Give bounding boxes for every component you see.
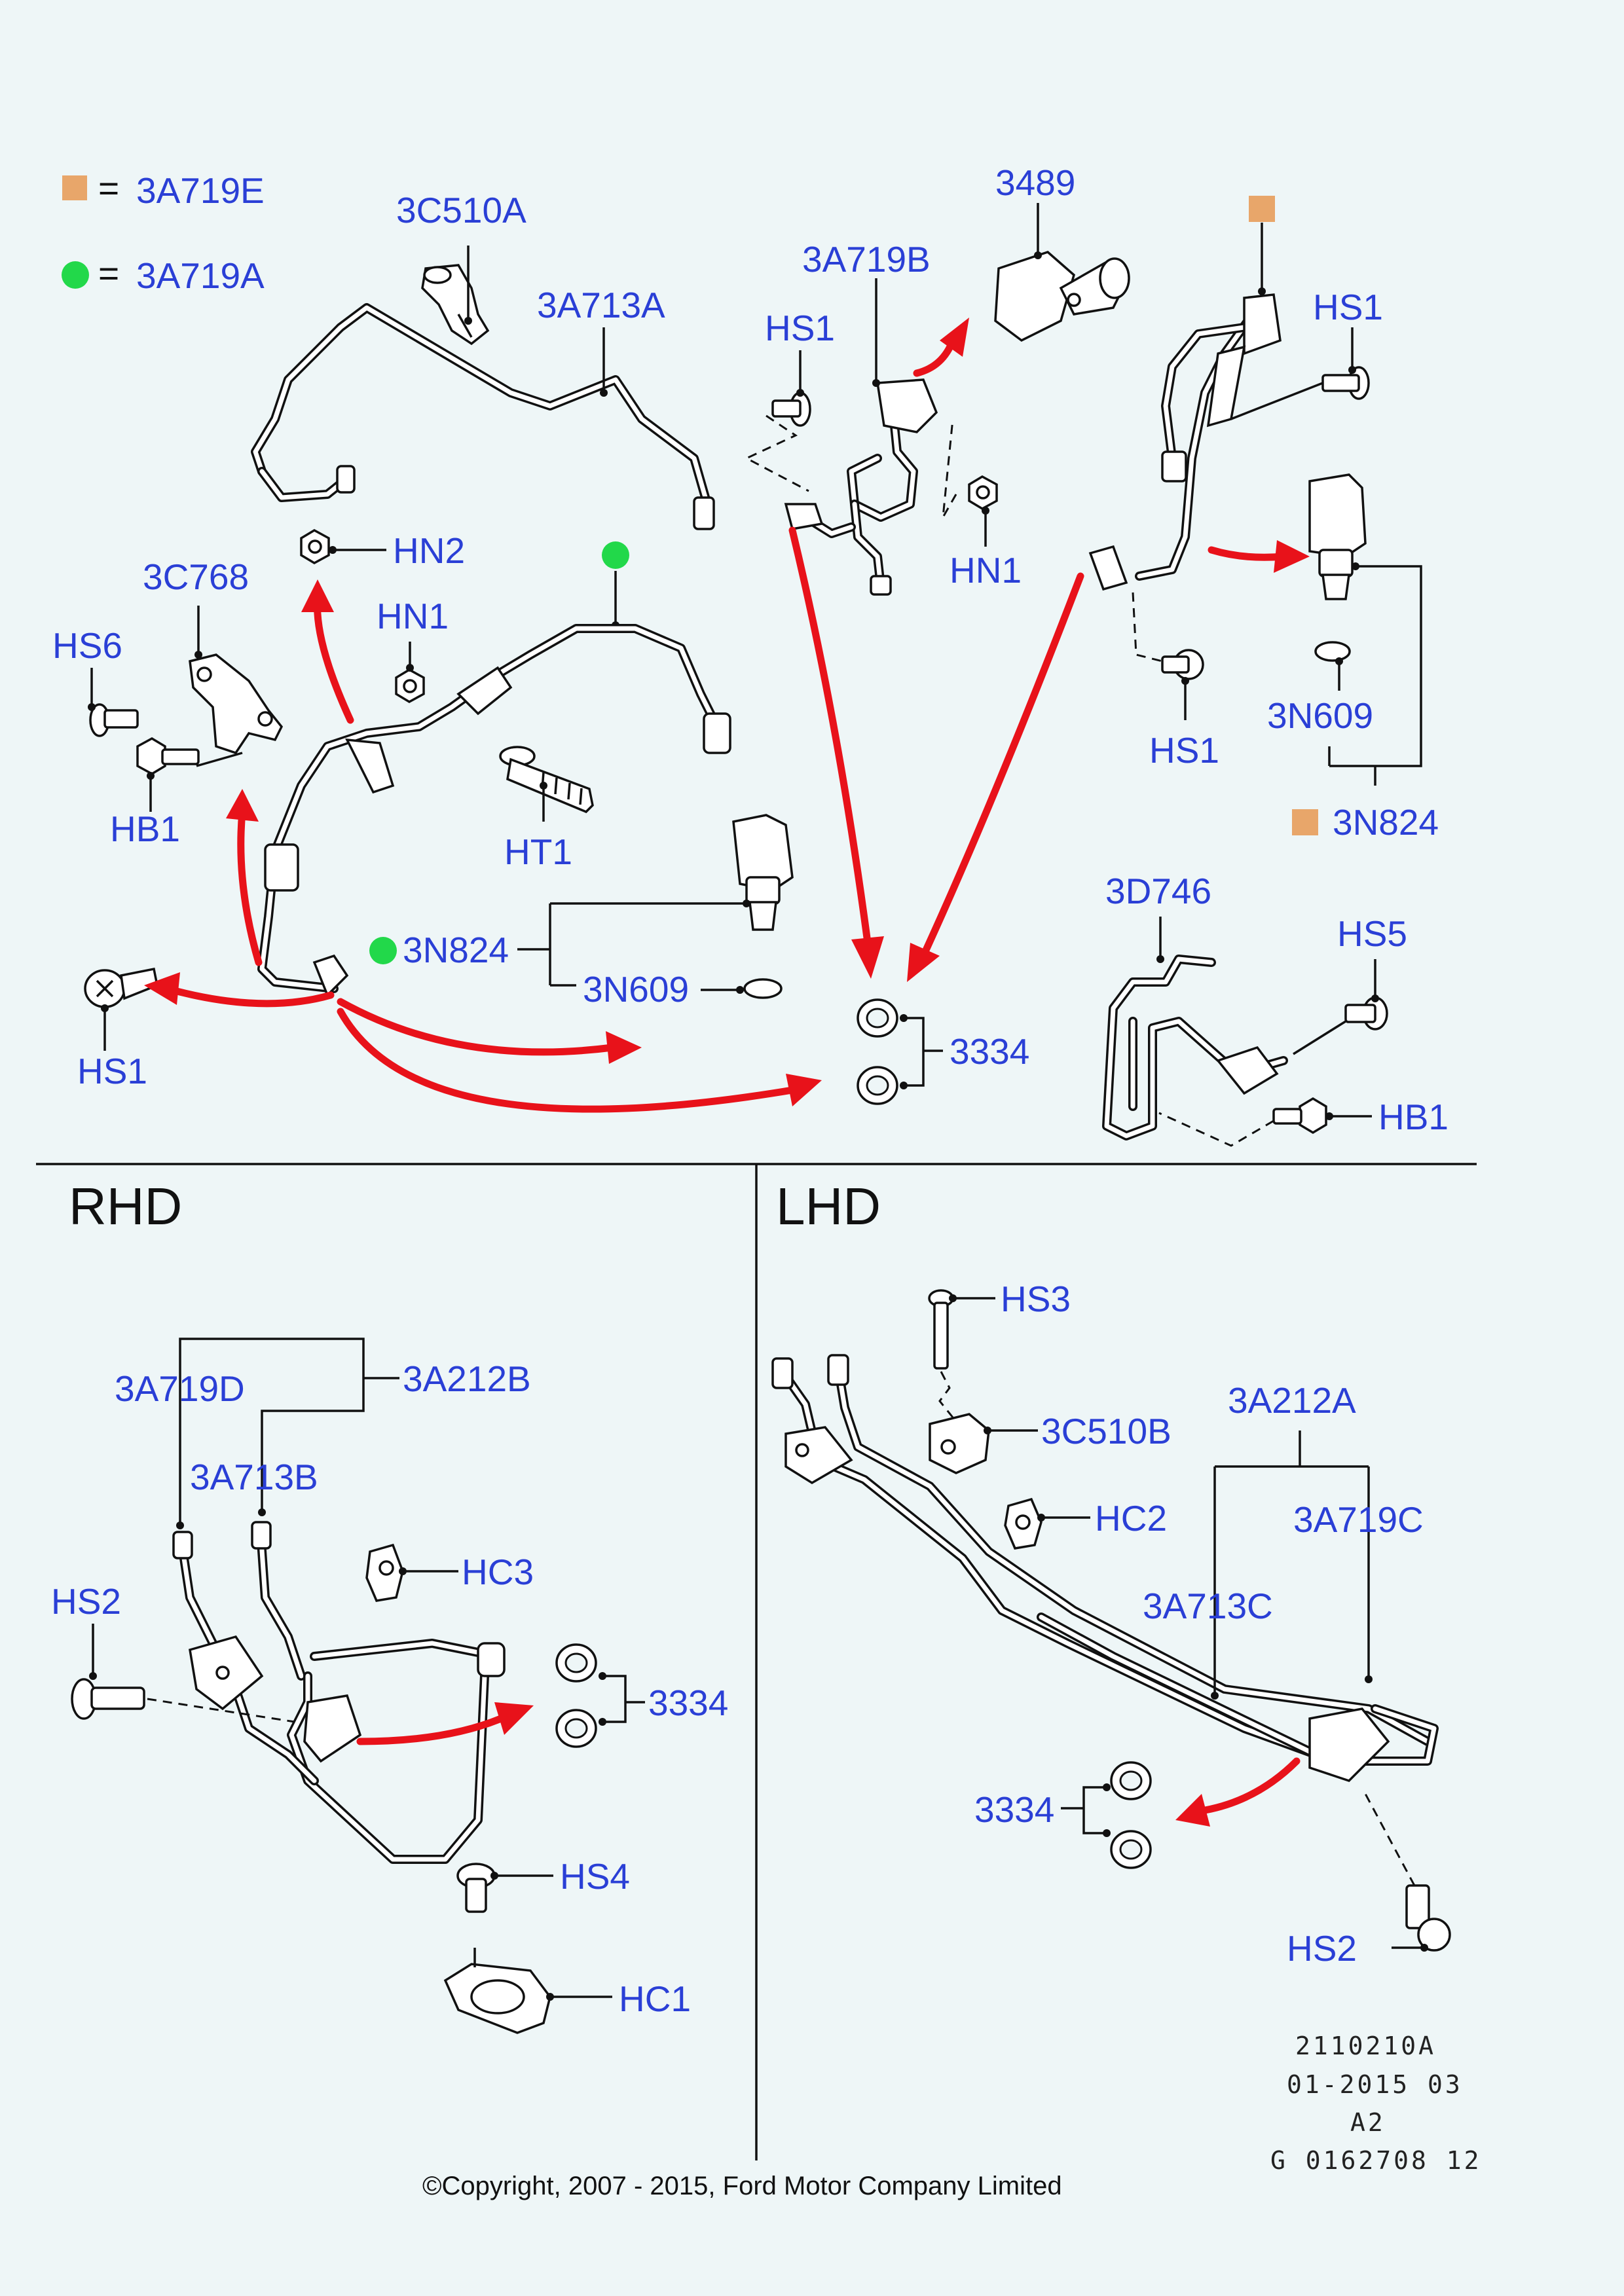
label-3N824-left: 3N824: [403, 930, 509, 970]
clip-HC2: [1004, 1497, 1043, 1550]
legend-square-marker: [62, 175, 87, 200]
label-3334-top: 3334: [950, 1031, 1029, 1072]
screw-HS1-left: [84, 967, 159, 1008]
green-marker-pipe: [602, 541, 629, 569]
pipe-assembly-rhd: [172, 1521, 506, 1864]
label-3N609-left: 3N609: [583, 969, 689, 1010]
orange-marker-sensor: [1292, 809, 1318, 835]
orange-marker-pipe: [1249, 196, 1275, 222]
pipe-3A719E: [1088, 293, 1282, 591]
label-HC2: HC2: [1095, 1498, 1167, 1539]
bolt-HT1: [499, 746, 594, 814]
pipe-3A719B: [784, 378, 938, 596]
label-3C510A: 3C510A: [396, 190, 526, 230]
label-3A713A: 3A713A: [537, 285, 665, 325]
clip-3C510B: [929, 1413, 990, 1474]
orings-3334-top: [857, 998, 898, 1105]
label-3A212B: 3A212B: [403, 1358, 531, 1399]
nut-HN1-top: [968, 475, 998, 511]
red-arrow-lhd: [1175, 1794, 1210, 1827]
orings-3334-rhd: [555, 1643, 597, 1748]
label-HT1: HT1: [504, 831, 572, 872]
screw-HS5: [1344, 996, 1388, 1030]
pipe-3D746: [1102, 955, 1288, 1140]
label-3N609-right: 3N609: [1267, 695, 1373, 736]
label-3A713B: 3A713B: [190, 1457, 318, 1497]
drawing-code: 2110210A: [1295, 2032, 1436, 2060]
label-HN2: HN2: [393, 530, 465, 571]
copyright-notice: ©Copyright, 2007 - 2015, Ford Motor Comp…: [422, 2172, 1062, 2200]
label-3A713C: 3A713C: [1143, 1586, 1273, 1626]
legend-circle-label: 3A719A: [136, 255, 265, 296]
bolt-HS3: [928, 1289, 954, 1370]
section-title-lhd: LHD: [776, 1177, 881, 1235]
label-3489: 3489: [995, 162, 1075, 203]
label-3C768: 3C768: [143, 556, 249, 597]
bracket-3489: [994, 251, 1130, 342]
svg-text:=: =: [98, 253, 119, 293]
section-title-rhd: RHD: [69, 1177, 182, 1235]
bolt-HB1-left: [136, 737, 200, 776]
label-3D746: 3D746: [1105, 871, 1211, 911]
sensor-3N824-right: [1308, 473, 1367, 662]
label-HS2-rhd: HS2: [51, 1581, 121, 1622]
drawing-revision: A2: [1350, 2108, 1386, 2137]
svg-text:=: =: [98, 168, 119, 208]
label-HS6: HS6: [52, 625, 122, 666]
screw-HS1-lower: [1161, 649, 1204, 680]
screw-HS6: [89, 703, 139, 737]
legend-circle-marker: [62, 261, 89, 289]
pipe-3A719A: [257, 624, 731, 998]
clip-HC3: [365, 1543, 404, 1602]
label-3A719C: 3A719C: [1293, 1499, 1424, 1540]
label-3A719D: 3A719D: [115, 1368, 245, 1409]
label-HS4: HS4: [560, 1856, 630, 1897]
label-HS3: HS3: [1001, 1279, 1071, 1319]
bracket-3C768: [189, 653, 284, 755]
sensor-3N824-left: [732, 814, 794, 999]
drawing-date: 01-2015 03: [1287, 2070, 1463, 2099]
screw-HS1-right: [1321, 366, 1370, 400]
red-arrows: [144, 318, 1310, 1113]
label-HN1-mid: HN1: [377, 596, 449, 636]
label-3N824-right: 3N824: [1333, 802, 1439, 843]
legend-square-label: 3A719E: [136, 170, 265, 211]
label-HN1-top: HN1: [950, 550, 1022, 591]
green-marker-sensor: [369, 937, 397, 964]
label-HS2-lhd: HS2: [1287, 1928, 1357, 1969]
label-HS5: HS5: [1337, 913, 1407, 954]
label-HS1-lower: HS1: [1149, 730, 1219, 771]
label-3A719B: 3A719B: [802, 239, 931, 280]
clip-HC1: [443, 1948, 551, 2034]
label-HC1: HC1: [619, 1978, 691, 2019]
label-3334-rhd: 3334: [648, 1683, 728, 1723]
nut-HN2: [300, 528, 330, 565]
orings-3334-lhd: [1110, 1761, 1152, 1869]
screw-HS4: [456, 1863, 496, 1913]
bolt-HB1-right: [1272, 1097, 1327, 1135]
label-HS1-top: HS1: [765, 308, 835, 348]
drawing-reference: G 0162708 12: [1270, 2146, 1482, 2175]
screw-HS1-top: [771, 392, 811, 427]
label-3334-lhd: 3334: [974, 1789, 1054, 1830]
pipe-assembly-lhd: [771, 1354, 1439, 1783]
label-3C510B: 3C510B: [1041, 1411, 1172, 1451]
label-3A212A: 3A212A: [1228, 1380, 1356, 1421]
nut-HN1-mid: [395, 668, 425, 704]
label-HS1-left: HS1: [77, 1051, 147, 1091]
pipe-3A713A: [251, 303, 715, 530]
red-arrow-rhd: [494, 1702, 534, 1735]
label-HC3: HC3: [462, 1552, 534, 1592]
screw-HS2-rhd: [71, 1678, 145, 1720]
label-HB1-right: HB1: [1378, 1097, 1449, 1137]
screw-HS2-lhd: [1405, 1884, 1451, 1952]
clip-3C510A: [421, 264, 490, 346]
label-HB1-left: HB1: [110, 809, 180, 849]
label-HS1-right: HS1: [1313, 287, 1383, 327]
